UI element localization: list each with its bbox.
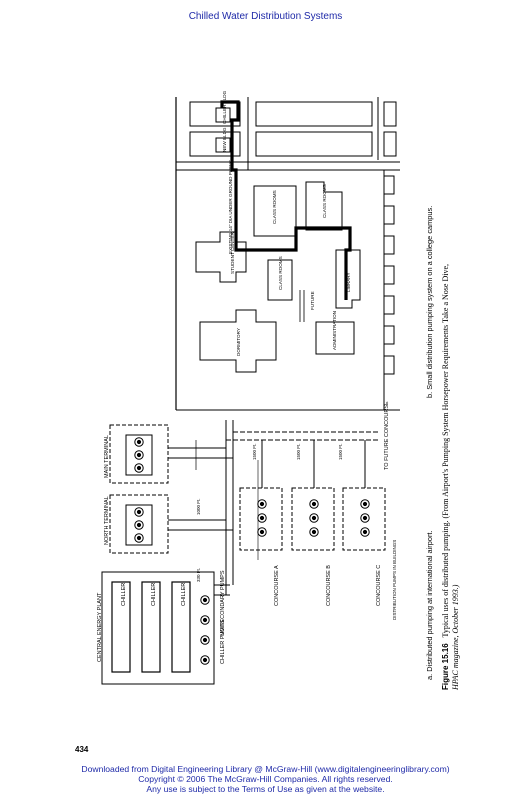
chiller-1 bbox=[111, 581, 131, 673]
underground-piping bbox=[220, 100, 352, 300]
new-bldg bbox=[215, 137, 231, 153]
class-rooms-1 bbox=[253, 185, 297, 237]
label-dist-4: 1500 Ft. bbox=[296, 443, 301, 460]
label-concourse-a: CONCOURSE A bbox=[274, 565, 280, 606]
panel-a-caption: a. Distributed pumping at international … bbox=[425, 530, 434, 680]
panel-a-diagram bbox=[101, 420, 386, 685]
main-terminal-box bbox=[109, 424, 169, 484]
caption-label: Figure 15.16 bbox=[441, 643, 450, 690]
panel-b-labels: EXISTING 14" DIA UNDER GROUND PIPING STU… bbox=[222, 90, 434, 398]
caption-line-1: Typical uses of distributed pumping. (Fr… bbox=[441, 264, 450, 637]
label-distribution-pumps: DISTRIBUTION PUMPS IN BUILDINGS bbox=[392, 540, 397, 620]
central-plant-box bbox=[101, 571, 215, 685]
caption-line-2: HPAC magazine, October 1993.) bbox=[451, 584, 460, 691]
label-dist-5: 1500 Ft. bbox=[338, 443, 343, 460]
label-no-secondary: NO SECONDARY PUMPS bbox=[220, 570, 226, 636]
label-student-center: STUDENT CENTER bbox=[230, 232, 235, 274]
label-dist-2: 1000 Ft. bbox=[196, 498, 201, 515]
label-library: LIBRARY bbox=[346, 272, 351, 292]
panel-b-caption: b. Small distribution pumping system on … bbox=[425, 206, 434, 398]
footer-download-link[interactable]: Downloaded from Digital Engineering Libr… bbox=[81, 764, 450, 774]
footer-copyright: Copyright © 2006 The McGraw-Hill Compani… bbox=[138, 774, 393, 784]
label-concourse-c: CONCOURSE C bbox=[376, 565, 382, 606]
administration bbox=[315, 321, 355, 355]
label-class-rooms-1: CLASS ROOMS bbox=[272, 190, 277, 224]
label-chiller-3: CHILLER bbox=[181, 583, 187, 606]
class-rooms-2 bbox=[267, 259, 293, 301]
label-plant: CENTRAL ENERGY PLANT bbox=[97, 592, 103, 662]
label-main-terminal: MAIN TERMINAL bbox=[104, 435, 110, 478]
label-dormitory: DORMITORY bbox=[236, 328, 241, 356]
page-header-title: Chilled Water Distribution Systems bbox=[188, 11, 343, 22]
label-dist-1: 330 Ft. bbox=[196, 568, 201, 582]
label-admin: ADMINISTRATION bbox=[332, 311, 337, 350]
footer-terms: Any use is subject to the Terms of Use a… bbox=[146, 784, 385, 794]
label-chiller-pumps: CHILLER PUMPS bbox=[220, 619, 226, 664]
label-class-rooms-2: CLASS ROOMS bbox=[278, 256, 283, 290]
label-concourse-b: CONCOURSE B bbox=[326, 565, 332, 606]
page-footer: Downloaded from Digital Engineering Libr… bbox=[0, 764, 531, 794]
student-center bbox=[195, 231, 247, 283]
concourse-b-box bbox=[291, 487, 335, 551]
label-dist-3: 1500 Ft. bbox=[252, 443, 257, 460]
north-terminal-box bbox=[109, 494, 169, 554]
label-future: FUTURE bbox=[310, 291, 315, 310]
library bbox=[335, 249, 361, 309]
label-new-bldg: NEW BLDG bbox=[222, 127, 227, 152]
dormitory bbox=[199, 309, 277, 373]
chiller-2 bbox=[141, 581, 161, 673]
panel-a-labels: CENTRAL ENERGY PLANT CHILLER CHILLER CHI… bbox=[97, 401, 434, 680]
svg-text:Figure 15.16 Typical use: Figure 15.16 Typical uses of distributed… bbox=[441, 264, 450, 690]
label-chiller-bldg: CHILLER BLDG bbox=[222, 90, 227, 124]
figure-caption: Figure 15.16 Typical uses of distributed… bbox=[441, 264, 460, 691]
page-number: 434 bbox=[75, 745, 89, 754]
chiller-3 bbox=[171, 581, 191, 673]
label-piping: EXISTING 14" DIA UNDER GROUND PIPING bbox=[228, 159, 233, 254]
label-chiller-1: CHILLER bbox=[121, 583, 127, 606]
panel-b-diagram bbox=[175, 97, 400, 411]
label-chiller-2: CHILLER bbox=[151, 583, 157, 606]
concourse-a-box bbox=[239, 487, 283, 551]
class-rooms-3 bbox=[305, 181, 343, 231]
label-north-terminal: NORTH TERMINAL bbox=[104, 496, 110, 545]
label-future-concourse: TO FUTURE CONCOURSE bbox=[384, 401, 390, 470]
label-class-rooms-3: CLASS ROOMS bbox=[322, 184, 327, 218]
concourse-c-box bbox=[342, 487, 386, 551]
